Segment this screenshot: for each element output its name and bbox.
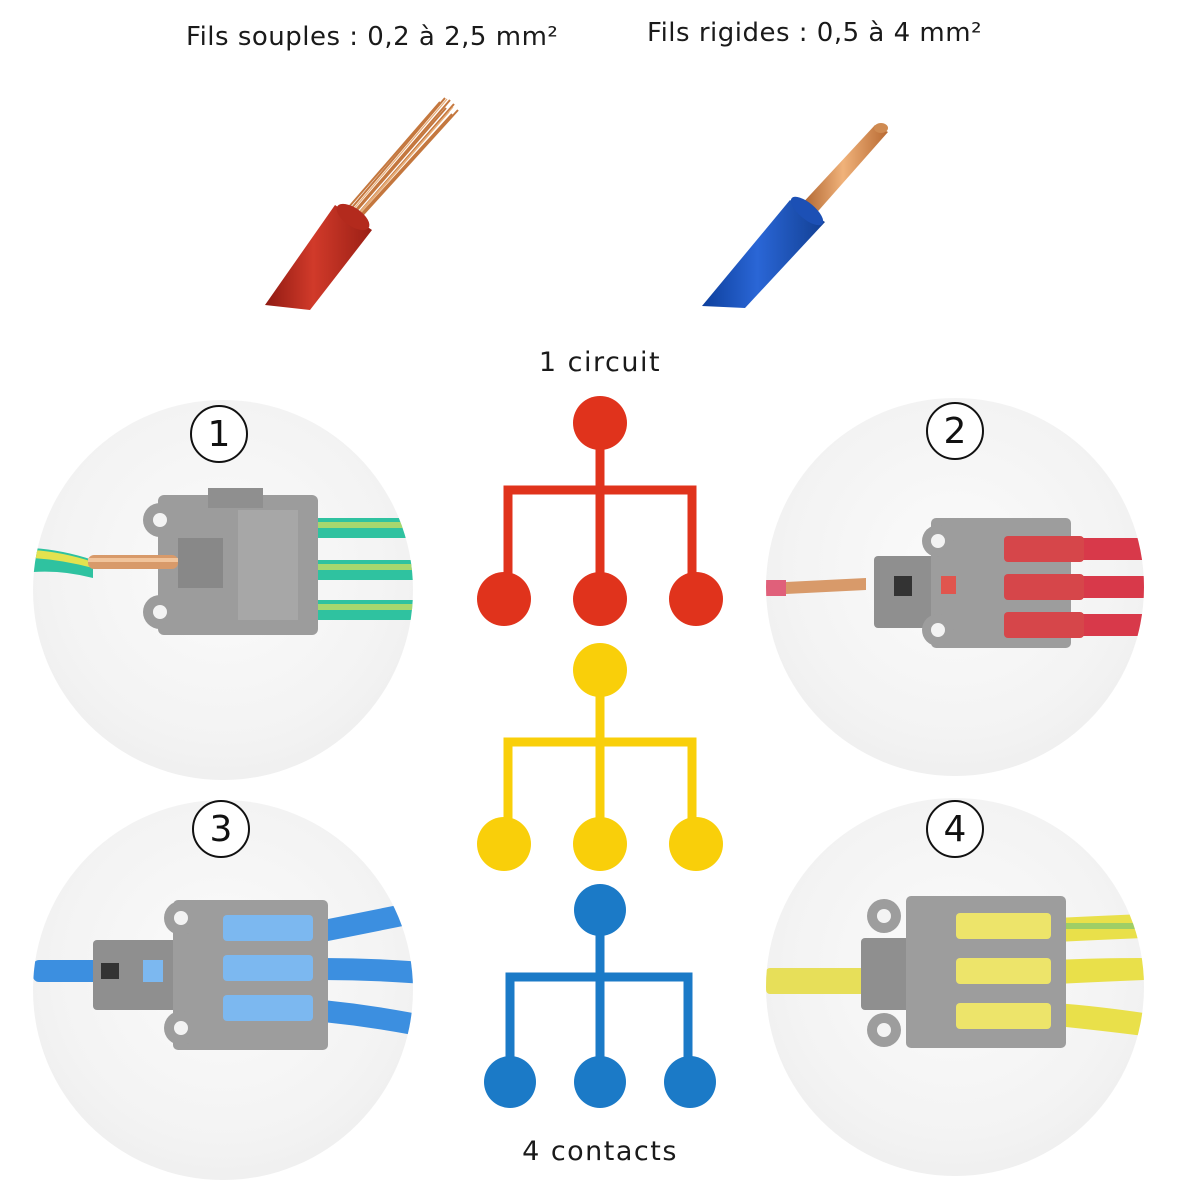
- yellow-source-dot: [573, 643, 627, 697]
- circuit-label: 1 circuit: [538, 347, 662, 378]
- yellow-contact-dot: [669, 817, 723, 871]
- blue-source-dot: [574, 884, 626, 936]
- connector-photo-2: [766, 398, 1144, 776]
- red-contact-dot: [477, 572, 531, 626]
- blue-contact-dot: [574, 1056, 626, 1108]
- contacts-label: 4 contacts: [522, 1136, 678, 1167]
- red-contact-dot: [573, 572, 627, 626]
- yellow-contact-dot: [477, 817, 531, 871]
- flexible-wire-caption: Fils souples : 0,2 à 2,5 mm²: [186, 22, 559, 52]
- connector-photo-4: [766, 798, 1144, 1176]
- blue-contact-dot: [484, 1056, 536, 1108]
- red-circuit-diagram: [470, 395, 730, 635]
- red-source-dot: [573, 396, 627, 450]
- yellow-contact-dot: [573, 817, 627, 871]
- red-contact-dot: [669, 572, 723, 626]
- rigid-wire-caption: Fils rigides : 0,5 à 4 mm²: [647, 18, 982, 48]
- blue-contact-dot: [664, 1056, 716, 1108]
- rigid-wire-image: [690, 110, 920, 310]
- flexible-wire-image: [240, 90, 500, 310]
- connector-photo-3: [33, 800, 413, 1180]
- blue-circuit-diagram: [470, 882, 730, 1122]
- photo-number-badge-3: 3: [192, 800, 250, 858]
- photo-number-badge-2: 2: [926, 402, 984, 460]
- connector-photo-1: [33, 400, 413, 780]
- photo-number-badge-1: 1: [190, 405, 248, 463]
- yellow-circuit-diagram: [470, 642, 730, 882]
- photo-number-badge-4: 4: [926, 800, 984, 858]
